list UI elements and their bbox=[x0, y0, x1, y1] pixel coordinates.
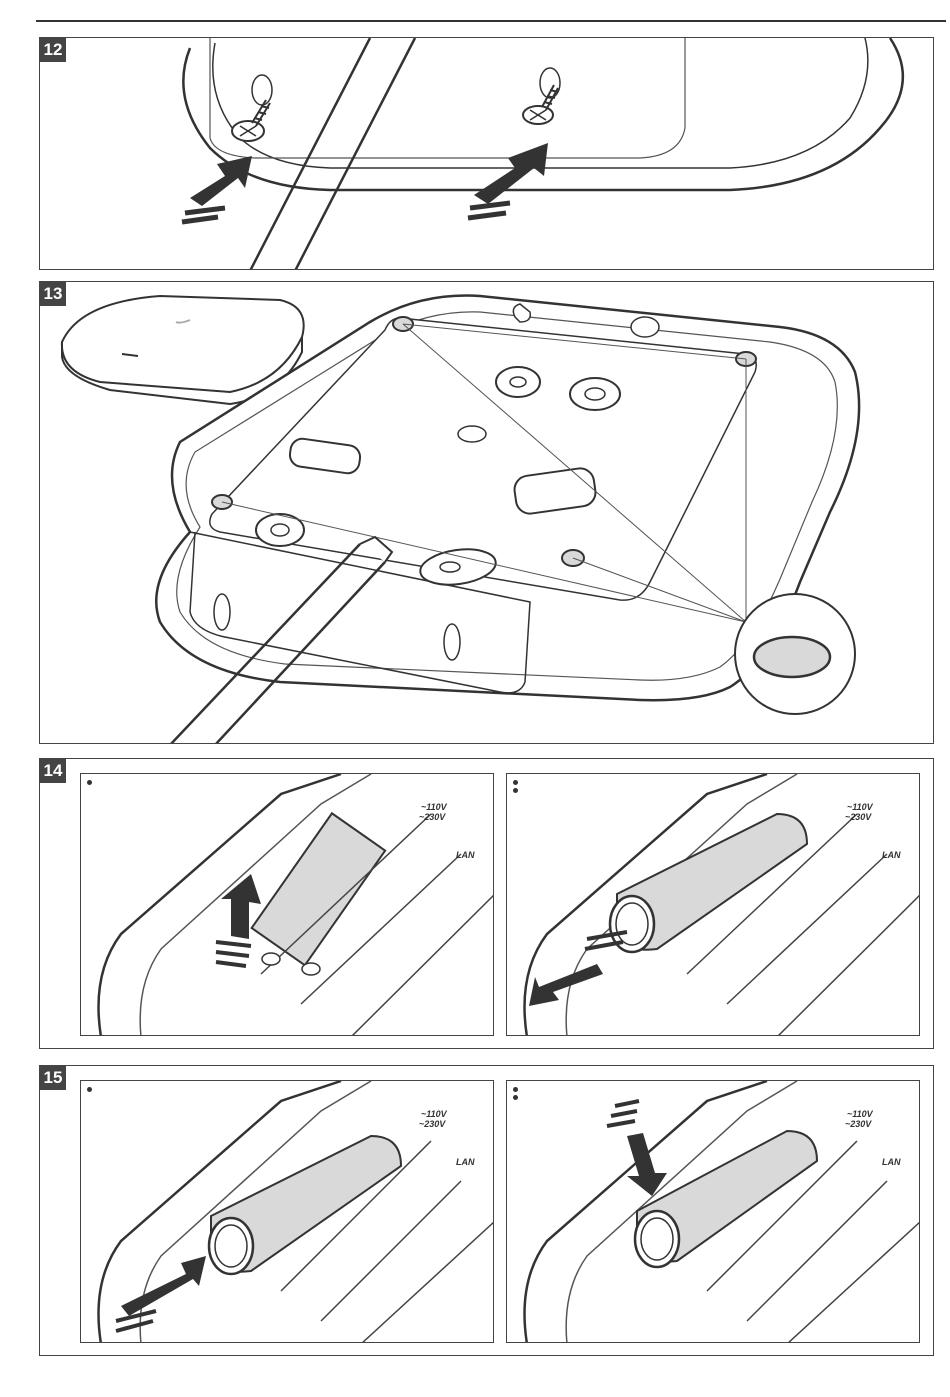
battery-insert-illustration: ~110V ~230V LAN bbox=[81, 1081, 494, 1343]
step-number: 15 bbox=[40, 1066, 66, 1090]
battery-icon bbox=[209, 1136, 401, 1274]
voltage-label-1: ~110V bbox=[847, 1109, 874, 1119]
voltage-label-2: ~230V bbox=[845, 1119, 872, 1129]
battery-removal-illustration: ~110V ~230V LAN bbox=[507, 774, 920, 1036]
battery-compartment-illustration: ~110V ~230V LAN bbox=[81, 774, 494, 1036]
step-14-substep-2: ~110V ~230V LAN bbox=[506, 773, 920, 1036]
step-15-substep-1: ~110V ~230V LAN bbox=[80, 1080, 494, 1343]
step-14-substep-1: ~110V ~230V LAN bbox=[80, 773, 494, 1036]
step-13-panel: 13 bbox=[39, 281, 934, 744]
up-arrow-icon bbox=[116, 1256, 206, 1331]
up-arrow-icon bbox=[216, 874, 261, 966]
screwdriver-icon bbox=[250, 38, 415, 270]
voltage-label-2: ~230V bbox=[419, 1119, 446, 1129]
voltage-label-1: ~110V bbox=[421, 1109, 448, 1119]
voltage-label-1: ~110V bbox=[847, 802, 874, 812]
step-13-illustration bbox=[40, 282, 934, 744]
substep-indicator bbox=[513, 1085, 518, 1103]
step-number: 13 bbox=[40, 282, 66, 306]
up-arrow-icon bbox=[182, 156, 252, 222]
up-arrow-icon bbox=[468, 143, 548, 218]
top-rule bbox=[36, 20, 946, 22]
substep-indicator bbox=[513, 778, 518, 796]
lan-label: LAN bbox=[882, 850, 901, 860]
step-15-panel: 15 ~110V ~230V LAN bbox=[39, 1065, 934, 1356]
substep-indicator bbox=[87, 1085, 92, 1095]
down-arrow-icon bbox=[529, 932, 627, 1006]
lan-label: LAN bbox=[456, 1157, 475, 1167]
lan-label: LAN bbox=[456, 850, 475, 860]
voltage-label-2: ~230V bbox=[419, 812, 446, 822]
voltage-label-1: ~110V bbox=[421, 802, 448, 812]
voltage-label-2: ~230V bbox=[845, 812, 872, 822]
battery-icon bbox=[610, 814, 807, 952]
step-number: 12 bbox=[40, 38, 66, 62]
substep-indicator bbox=[87, 778, 92, 788]
battery-seated-illustration: ~110V ~230V LAN bbox=[507, 1081, 920, 1343]
step-number: 14 bbox=[40, 759, 66, 783]
step-14-panel: 14 ~110V ~230V LAN bbox=[39, 758, 934, 1049]
battery-icon bbox=[635, 1131, 817, 1267]
screw-icon bbox=[232, 100, 270, 141]
step-12-panel: 12 bbox=[39, 37, 934, 270]
rubber-foot-icon bbox=[735, 594, 855, 714]
step-12-illustration bbox=[40, 38, 934, 270]
step-15-substep-2: ~110V ~230V LAN bbox=[506, 1080, 920, 1343]
screw-icon bbox=[523, 85, 558, 124]
lan-label: LAN bbox=[882, 1157, 901, 1167]
